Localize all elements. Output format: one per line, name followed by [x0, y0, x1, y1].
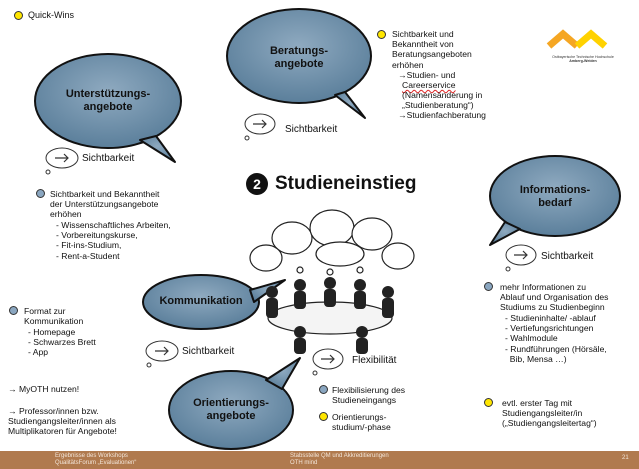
- beratung-note: Sichtbarkeit und Bekanntheit von Beratun…: [392, 29, 472, 70]
- beratung-sub4: →Studienfachberatung: [398, 110, 486, 120]
- footer-left: Ergebnisse des Workshops QualitätsForum …: [55, 453, 137, 466]
- sichtbarkeit-label-4: Sichtbarkeit: [182, 346, 235, 357]
- bubble-label-unterstuetzung: Unterstützungs- angebote: [65, 88, 151, 113]
- footer-bar: Ergebnisse des Workshops QualitätsForum …: [0, 451, 639, 469]
- page-title: Studieneinstieg: [275, 173, 417, 194]
- page-number: 21: [622, 455, 629, 461]
- list-item: - Rent-a-Student: [56, 250, 120, 261]
- kommunikation-list: - Homepage - Schwarzes Brett - App: [28, 327, 96, 358]
- unterstuetzung-list: - Wissenschaftliches Arbeiten, - Vorbere…: [56, 220, 171, 261]
- discussion-illustration: [249, 209, 415, 354]
- yellow-bullet-icon: [319, 412, 328, 421]
- list-item: - Studieninhalte/ -ablauf: [505, 313, 596, 323]
- yellow-bullet-icon: [14, 11, 23, 20]
- bubble-beratung: [226, 8, 372, 119]
- arrow-icon: [55, 119, 528, 364]
- flexibilitaet-label: Flexibilität: [352, 355, 397, 366]
- blue-bullet-icon: [36, 189, 45, 198]
- list-item: - Rundführungen (Hörsäle, Bib, Mensa …): [505, 343, 607, 364]
- orientierungsstudium-note: Orientierungs- studium/-phase: [332, 412, 391, 433]
- list-item: - App: [28, 347, 49, 358]
- info-list: - Studieninhalte/ -ablauf - Vertiefungsr…: [505, 313, 607, 364]
- logo-text: Ostbayerische Technische Hochschule Ambe…: [548, 55, 618, 64]
- bubble-label-beratung: Beratungs- angebote: [269, 45, 329, 70]
- step-number-circle: [246, 173, 268, 195]
- logo-line1: Ostbayerische Technische Hochschule: [552, 55, 614, 59]
- sichtbarkeit-label-3: Sichtbarkeit: [541, 251, 594, 262]
- kommunikation-note: Format zur Kommunikation: [24, 306, 84, 327]
- yellow-bullet-icon: [377, 30, 386, 39]
- bubble-label-orientierung: Orientierungs- angebote: [193, 397, 269, 422]
- bubble-orientierung: [168, 357, 301, 450]
- thought-cloud-icon: [45, 113, 537, 376]
- beratung-sub2: Careerservice: [402, 80, 456, 90]
- unterstuetzung-note: Sichtbarkeit und Bekanntheit der Unterst…: [50, 189, 160, 220]
- list-item: - Wahlmodule: [505, 333, 558, 344]
- bubble-label-information: Informations- bedarf: [519, 184, 591, 209]
- beratung-sub1: →Studien- und: [398, 70, 456, 80]
- flexibilisierung-note: Flexibilisierung des Studieneingangs: [332, 385, 406, 406]
- sichtbarkeit-label-1: Sichtbarkeit: [82, 153, 135, 164]
- beratung-sub3: (Namensänderung in „Studienberatung“): [402, 90, 483, 111]
- erster-tag-note: evtl. erster Tag mit Studiengangsleiter/…: [502, 398, 597, 429]
- list-item: - Homepage: [28, 327, 76, 337]
- bubble-label-kommunikation: Kommunikation: [159, 295, 243, 307]
- yellow-bullet-icon: [484, 398, 493, 407]
- list-item: - Vorbereitungskurse,: [56, 230, 138, 241]
- list-item: - Fit-ins-Studium,: [56, 240, 122, 251]
- oth-logo-icon: [546, 29, 608, 49]
- blue-bullet-icon: [319, 385, 328, 394]
- list-item: - Schwarzes Brett: [28, 337, 96, 348]
- bubble-unterstuetzung: [34, 53, 182, 163]
- blue-bullet-icon: [9, 306, 18, 315]
- logo-line2: Amberg-Weiden: [569, 59, 597, 64]
- blue-bullet-icon: [484, 282, 493, 291]
- bubble-information: [489, 155, 621, 246]
- list-item: - Wissenschaftliches Arbeiten,: [56, 220, 171, 230]
- footer-center: Stabsstelle QM und Akkreditierungen OTH …: [290, 453, 389, 466]
- info-note: mehr Informationen zu Ablauf und Organis…: [500, 282, 609, 313]
- list-item: - Vertiefungsrichtungen: [505, 323, 594, 334]
- myoth-note: → MyOTH nutzen!: [8, 384, 80, 394]
- quickwins-legend: Quick-Wins: [28, 10, 75, 20]
- step-number: 2: [253, 176, 261, 192]
- professor-note: → Professor/innen bzw. Studiengangsleite…: [8, 406, 117, 437]
- sichtbarkeit-label-2: Sichtbarkeit: [285, 124, 338, 135]
